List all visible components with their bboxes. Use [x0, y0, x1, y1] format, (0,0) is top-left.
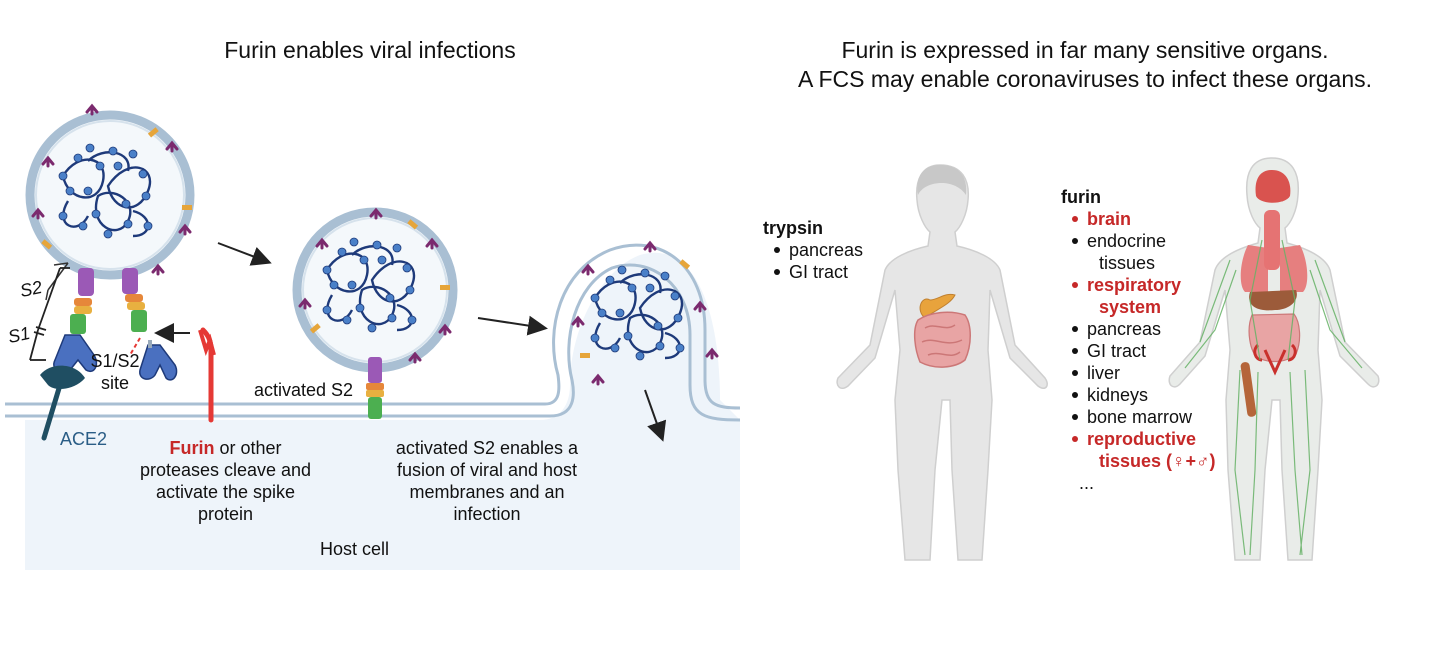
s1s2-line-2: site: [100, 373, 129, 393]
furin-item: GI tract: [1061, 340, 1216, 362]
ace2-label: ACE2: [60, 429, 108, 449]
furin-caption: Furin or other proteases cleave and acti…: [128, 437, 323, 525]
trypsin-item: GI tract: [763, 261, 863, 283]
furin-item-text: system: [1099, 297, 1162, 317]
furin-item-text: endocrine: [1087, 231, 1167, 251]
fusion-caption-line-2: fusion of viral and host: [396, 460, 578, 480]
right-title: Furin is expressed in far many sensitive…: [740, 36, 1430, 94]
s1s2-line-1: S1/S2: [90, 351, 140, 371]
furin-item: pancreas: [1061, 318, 1216, 340]
furin-item-text: bone marrow: [1087, 407, 1193, 427]
furin-caption-line-4: protein: [197, 504, 254, 524]
furin-item: reproductive: [1061, 428, 1216, 450]
bullet-icon: [1072, 370, 1078, 376]
activated-s2-label: activated S2: [254, 380, 354, 400]
bullet-icon: [1072, 392, 1078, 398]
host-cell-membrane-outer: [5, 243, 741, 410]
furin-item-text: pancreas: [1087, 319, 1162, 339]
s2-label: S2: [18, 276, 44, 302]
trypsin-heading: trypsin: [763, 218, 824, 238]
bullet-icon: [774, 269, 780, 275]
host-cell-membrane-inner: [5, 263, 741, 422]
furin-item-text: liver: [1087, 363, 1121, 383]
s1-label: S1: [6, 322, 32, 348]
s1s2-site-label: S1/S2 site: [80, 350, 150, 394]
trypsin-item: pancreas: [763, 239, 863, 261]
furin-item: kidneys: [1061, 384, 1216, 406]
furin-item: system: [1061, 296, 1216, 318]
fusion-caption-line-3: membranes and an: [409, 482, 565, 502]
host-cell-body: [5, 252, 740, 570]
right-title-line-2: A FCS may enable coronaviruses to infect…: [797, 66, 1373, 92]
fusion-caption: activated S2 enables a fusion of viral a…: [378, 437, 596, 525]
furin-item-text: GI tract: [1087, 341, 1147, 361]
furin-caption-line-2: proteases cleave and: [139, 460, 312, 480]
trypsin-item-text: GI tract: [789, 262, 849, 282]
fusion-caption-line-1: activated S2 enables a: [395, 438, 579, 458]
right-title-line-1: Furin is expressed in far many sensitive…: [841, 37, 1329, 63]
body-figure-furin: [1168, 157, 1380, 561]
fusion-caption-line-4: infection: [453, 504, 521, 524]
bullet-icon: [1072, 436, 1078, 442]
furin-item-text: brain: [1087, 209, 1132, 229]
furin-item-text: tissues: [1099, 253, 1156, 273]
furin-word: Furin: [169, 438, 215, 458]
furin-ellipsis: ...: [1079, 473, 1095, 493]
furin-rest: or other: [214, 438, 282, 458]
host-cell-label: Host cell: [320, 539, 390, 559]
bullet-icon: [1072, 348, 1078, 354]
furin-item: brain: [1061, 208, 1216, 230]
furin-heading: furin: [1061, 187, 1101, 207]
body-figure-trypsin: [836, 164, 1048, 561]
furin-caption-line-3: activate the spike: [155, 482, 296, 502]
furin-item: tissues: [1061, 252, 1216, 274]
trypsin-item-text: pancreas: [789, 240, 864, 260]
bullet-icon: [1072, 238, 1078, 244]
bullet-icon: [1072, 414, 1078, 420]
furin-item: bone marrow: [1061, 406, 1216, 428]
furin-item-text: tissues (♀+♂): [1099, 451, 1216, 471]
bullet-icon: [1072, 216, 1078, 222]
furin-item: tissues (♀+♂): [1061, 450, 1216, 472]
furin-item-text: kidneys: [1087, 385, 1149, 405]
bullet-icon: [774, 247, 780, 253]
bullet-icon: [1072, 282, 1078, 288]
furin-item: endocrine: [1061, 230, 1216, 252]
furin-item-text: respiratory: [1087, 275, 1182, 295]
furin-item-text: reproductive: [1087, 429, 1197, 449]
bullet-icon: [1072, 326, 1078, 332]
left-title: Furin enables viral infections: [224, 37, 516, 63]
furin-item: liver: [1061, 362, 1216, 384]
furin-item: respiratory: [1061, 274, 1216, 296]
furin-caption-line-1: Furin or other: [128, 437, 323, 459]
